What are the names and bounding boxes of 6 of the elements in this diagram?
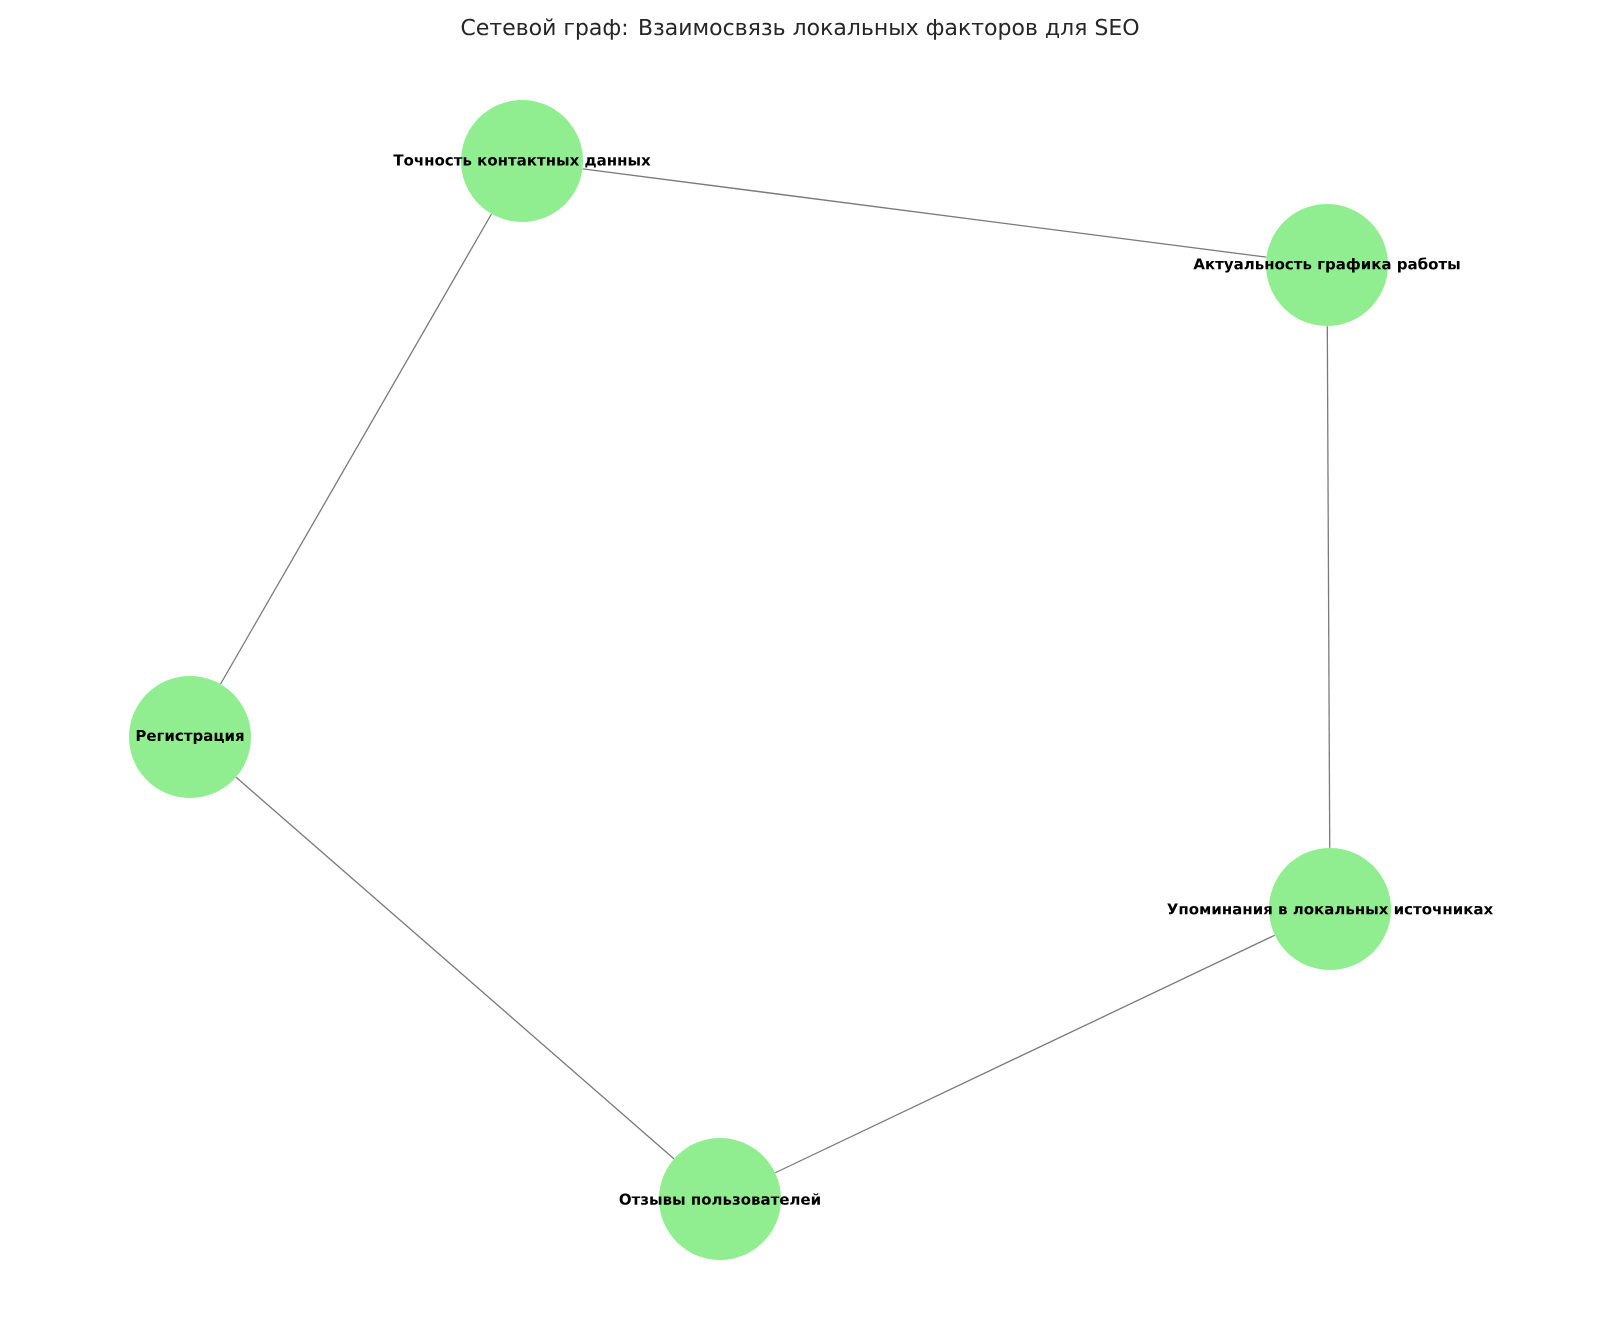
edge-line bbox=[582, 168, 1267, 258]
edge-line bbox=[774, 934, 1276, 1174]
edge-line bbox=[235, 776, 675, 1160]
chart-title: Сетевой граф: Взаимосвязь локальных факторов для SEO bbox=[461, 18, 1139, 40]
edge-line bbox=[1326, 325, 1331, 849]
edge-line bbox=[219, 213, 493, 685]
